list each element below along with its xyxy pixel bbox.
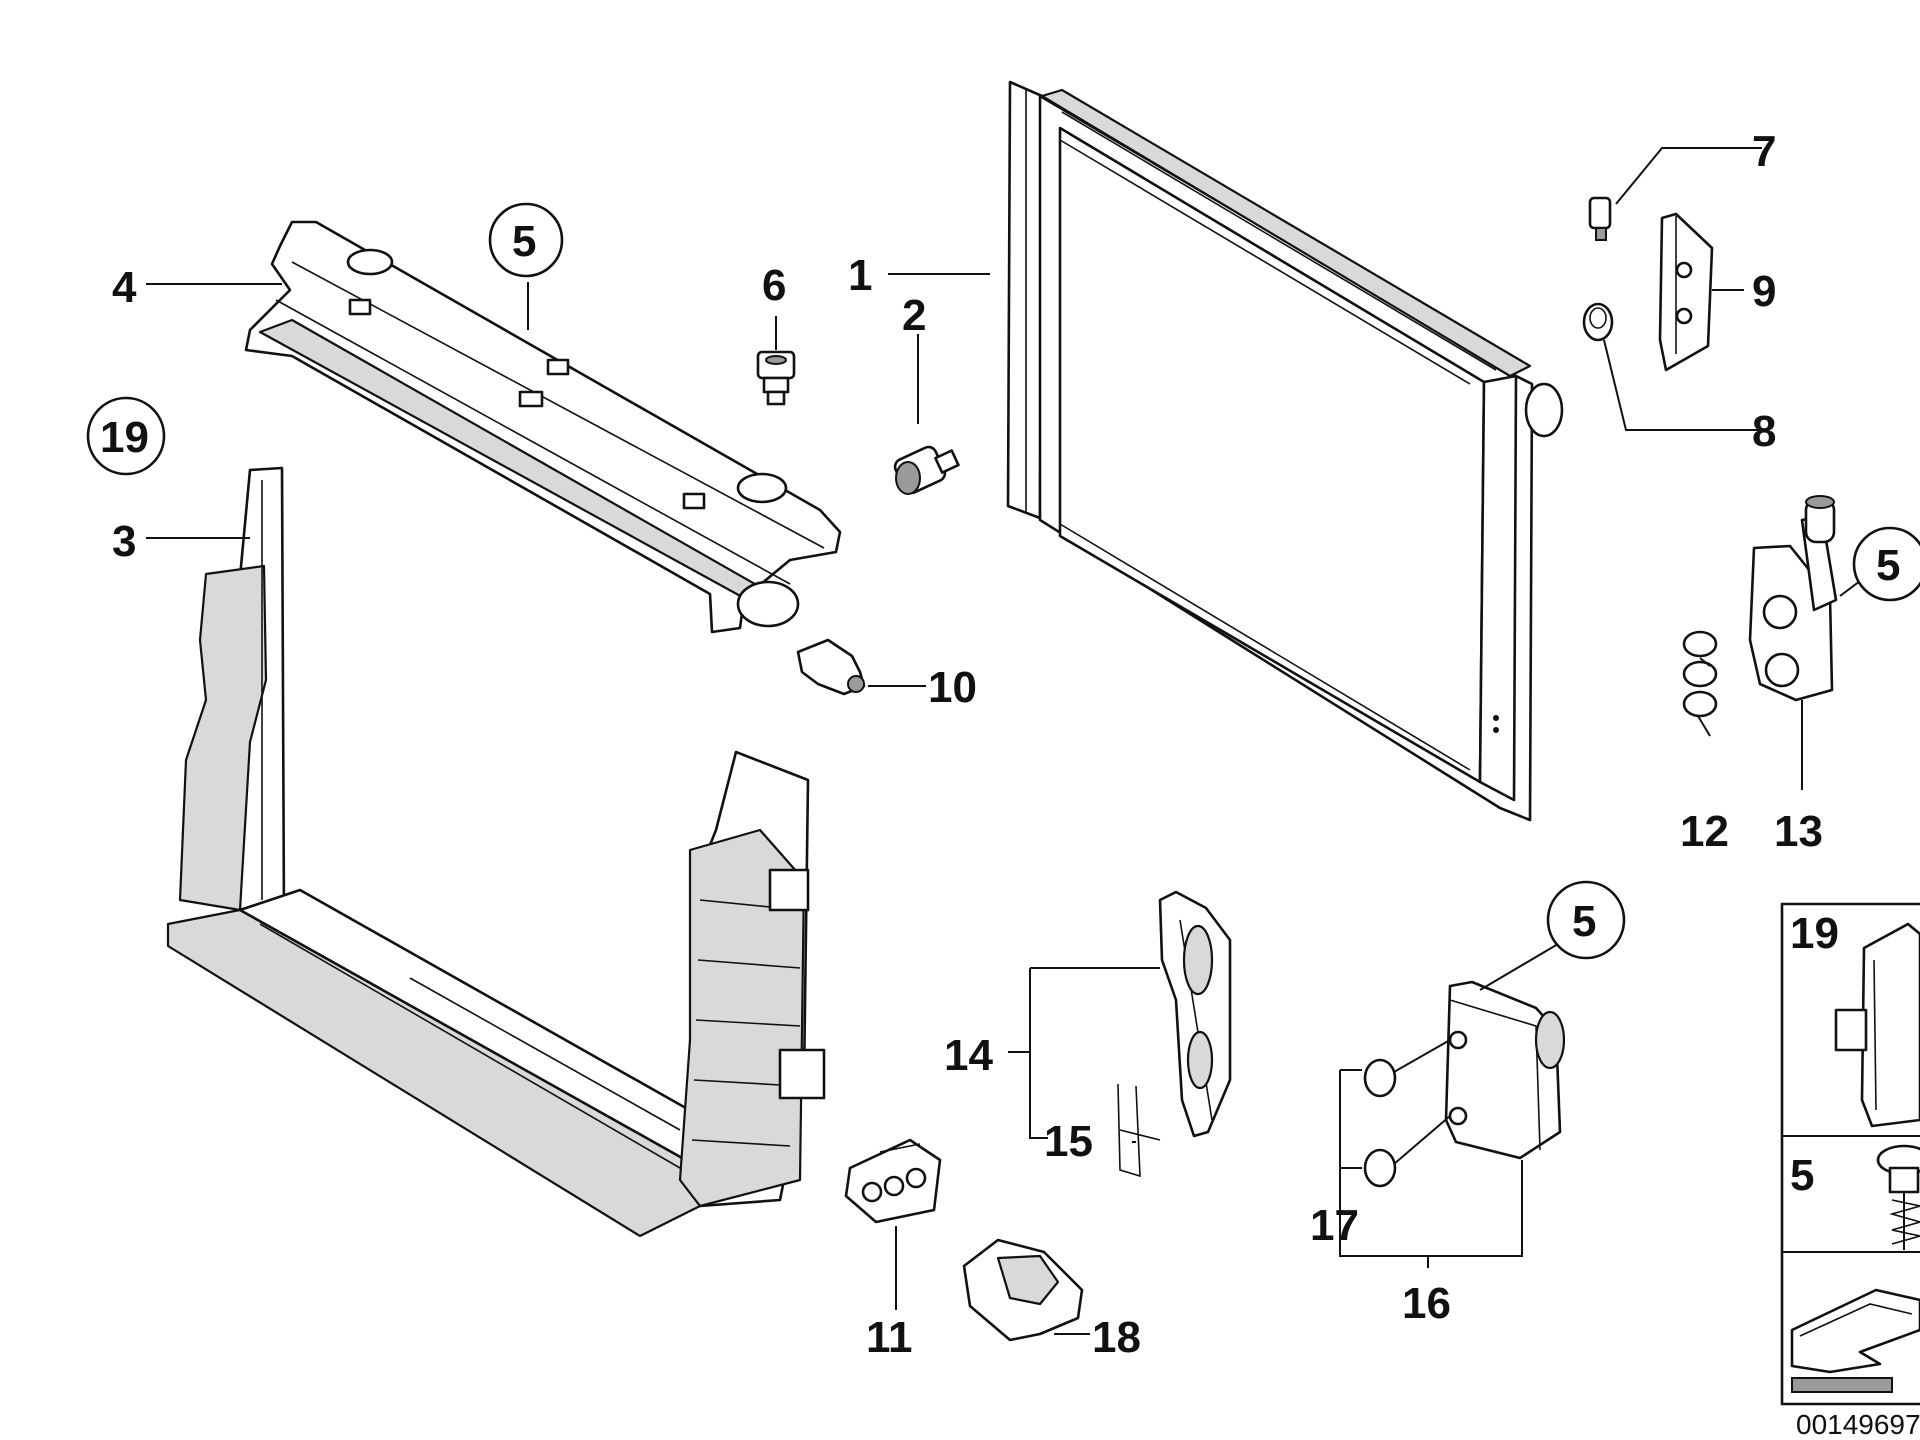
callout-10: 10 — [928, 663, 977, 712]
callout-5a: 5 — [512, 217, 536, 266]
holder-part-11[interactable] — [844, 1138, 942, 1224]
legend-5-label: 5 — [1790, 1151, 1814, 1200]
radiator-mount-frame-part-3[interactable] — [166, 466, 826, 1238]
bracket-part-9[interactable] — [1658, 212, 1714, 372]
reference-number: 00149697 — [1796, 1409, 1920, 1440]
expansion-rivet-part-6[interactable] — [756, 350, 796, 406]
legend-5-screw-icon — [1876, 1144, 1920, 1250]
callout-16: 16 — [1402, 1279, 1451, 1328]
callout-5b-circle — [1852, 526, 1920, 602]
flange-part-13[interactable] — [1748, 495, 1838, 702]
callouts: 1 2 3 4 5 6 7 8 9 10 11 12 13 5 14 15 5 … — [86, 127, 1920, 1362]
upper-mount-beam-part-4[interactable] — [244, 220, 842, 634]
o-rings-part-12[interactable] — [1682, 630, 1718, 718]
callout-5a-circle — [488, 202, 564, 278]
callout-15: 15 — [1044, 1117, 1093, 1166]
callout-5c-circle — [1546, 880, 1626, 960]
callout-5c: 5 — [1572, 897, 1596, 946]
duct-adapter-part-18[interactable] — [962, 1238, 1084, 1342]
callout-14: 14 — [944, 1031, 993, 1080]
callout-12: 12 — [1680, 807, 1729, 856]
plug-cap-part-8[interactable] — [1582, 302, 1614, 342]
legend-19-bracket-icon — [1834, 922, 1920, 1128]
callout-19: 19 — [100, 413, 149, 462]
callout-18: 18 — [1092, 1313, 1141, 1362]
callout-5b: 5 — [1876, 541, 1900, 590]
side-deflector-part-14[interactable] — [1158, 890, 1232, 1138]
leader-lines — [146, 147, 1865, 1335]
callout-3: 3 — [112, 517, 136, 566]
callout-11: 11 — [866, 1313, 913, 1362]
legend-arrow-icon — [1790, 1288, 1920, 1393]
callout-8: 8 — [1752, 407, 1776, 456]
callout-6: 6 — [762, 261, 786, 310]
callout-7: 7 — [1752, 127, 1776, 176]
sensor-part-2[interactable] — [892, 444, 960, 495]
clip-part-7[interactable] — [1588, 196, 1612, 241]
callout-9: 9 — [1752, 267, 1776, 316]
radiator-part-1[interactable] — [1006, 80, 1564, 822]
legend-panel: 19 5 00149697 — [1780, 902, 1920, 1440]
callout-4: 4 — [112, 263, 137, 312]
spring-clip-part-15[interactable] — [1117, 1083, 1161, 1178]
callout-2: 2 — [902, 291, 926, 340]
callout-13: 13 — [1774, 807, 1823, 856]
grommet-part-10[interactable] — [796, 638, 866, 696]
callout-17: 17 — [1310, 1201, 1359, 1250]
legend-19-label: 19 — [1790, 909, 1839, 958]
callout-19-circle — [86, 396, 166, 476]
seal-rings-part-17[interactable] — [1363, 1058, 1397, 1188]
oil-cooler-part-16[interactable] — [1444, 980, 1566, 1160]
callout-1: 1 — [848, 251, 872, 300]
